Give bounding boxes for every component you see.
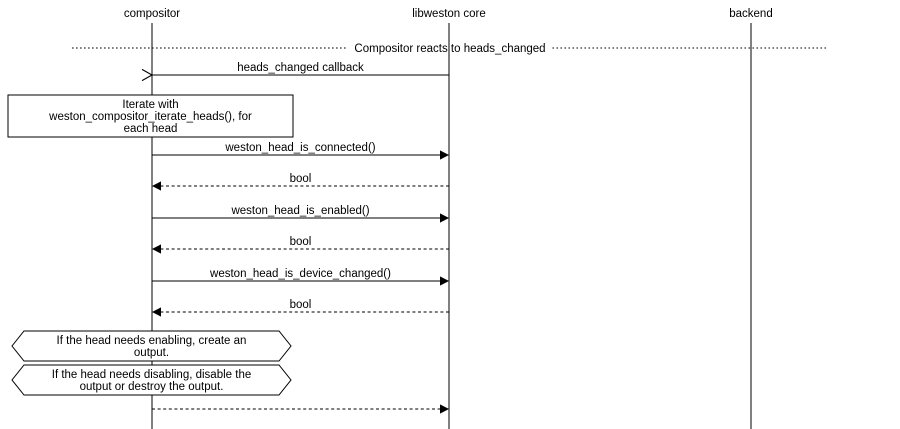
condition-line-0-0: If the head needs enabling, create an [57,335,247,347]
lifeline-label-compositor: compositor [124,8,180,20]
message-4: bool [152,236,449,254]
condition-0: If the head needs enabling, create anout… [11,330,292,362]
message-arrowhead-6 [152,307,161,317]
divider-label-0: Compositor reacts to heads_changed [354,43,545,55]
lifeline-libweston-core: libweston core [412,8,486,429]
condition-line-1-1: output or destroy the output. [80,381,224,393]
message-label-4: bool [290,236,312,248]
message-label-1: weston_head_is_connected() [224,142,375,154]
condition-line-0-1: output. [134,347,169,359]
note-line-0-2: each head [124,123,178,135]
message-7 [152,404,449,414]
message-label-5: weston_head_is_device_changed() [209,268,391,280]
divider-0: Compositor reacts to heads_changed [72,43,828,55]
message-5: weston_head_is_device_changed() [152,268,449,286]
note-0: Iterate withweston_compositor_iterate_he… [7,94,294,138]
message-label-0: heads_changed callback [237,62,364,74]
message-arrowhead-2 [152,181,161,191]
message-arrowhead-4 [152,244,161,254]
note-line-0-1: weston_compositor_iterate_heads(), for [48,111,252,123]
message-arrowhead-3 [440,213,449,223]
message-arrowhead-7 [440,404,449,414]
message-1: weston_head_is_connected() [152,142,449,160]
condition-shape-0 [11,330,292,362]
message-label-2: bool [290,173,312,185]
condition-line-1-0: If the head needs disabling, disable the [52,369,251,381]
note-line-0-0: Iterate with [122,99,178,111]
lifeline-label-backend: backend [729,8,772,20]
message-label-3: weston_head_is_enabled() [230,205,369,217]
message-arrowhead-0 [141,68,154,82]
message-label-6: bool [290,299,312,311]
lifeline-backend: backend [729,8,773,429]
message-6: bool [152,299,449,317]
message-0: heads_changed callback [141,62,449,82]
note-box-0 [7,94,294,138]
message-arrowhead-5 [440,276,449,286]
lifeline-label-libweston-core: libweston core [412,8,486,20]
condition-1: If the head needs disabling, disable the… [11,364,292,396]
message-3: weston_head_is_enabled() [152,205,449,223]
message-arrowhead-1 [440,150,449,160]
message-2: bool [152,173,449,191]
condition-shape-1 [11,364,292,396]
